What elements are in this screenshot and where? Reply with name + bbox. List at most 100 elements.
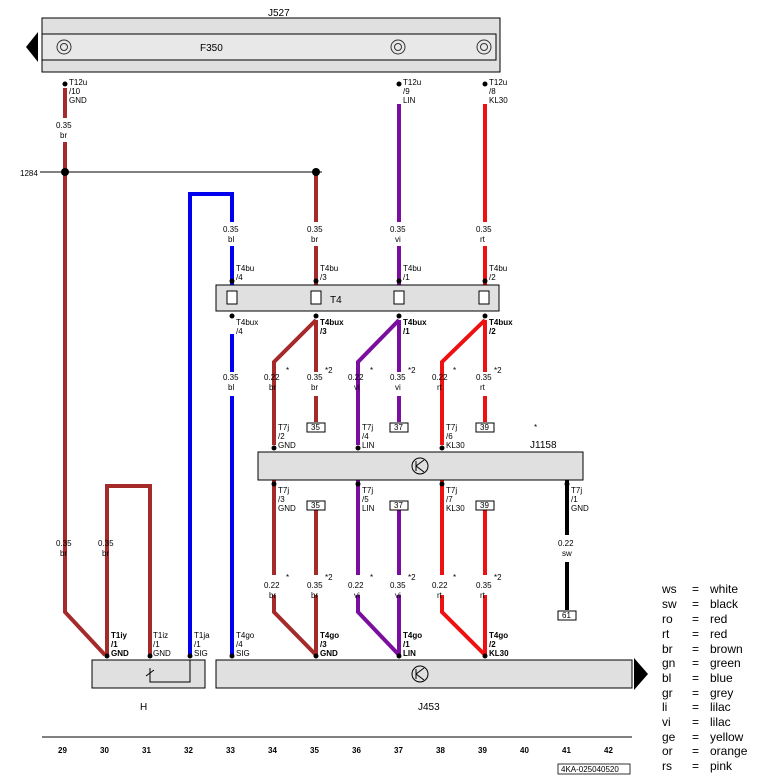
svg-text:GND: GND [571, 504, 589, 513]
svg-text:0.35: 0.35 [476, 581, 492, 590]
svg-text:GND: GND [153, 649, 171, 658]
svg-text:bl: bl [662, 671, 671, 685]
svg-text:bl: bl [228, 383, 234, 392]
svg-text:or: or [662, 744, 673, 758]
svg-text:T1ja: T1ja [194, 631, 210, 640]
svg-text:32: 32 [184, 746, 193, 755]
svg-text:37: 37 [394, 423, 403, 432]
svg-text:br: br [269, 591, 276, 600]
svg-text:39: 39 [480, 501, 489, 510]
svg-text:red: red [710, 612, 727, 626]
svg-text:/1: /1 [403, 327, 410, 336]
svg-text:*2: *2 [494, 366, 502, 375]
svg-text:li: li [662, 700, 667, 714]
page-left-arrow-icon [26, 32, 38, 62]
svg-text:/3: /3 [320, 640, 327, 649]
svg-text:sw: sw [562, 549, 572, 558]
svg-text:0.35: 0.35 [390, 581, 406, 590]
svg-text:=: = [692, 612, 699, 626]
page-right-arrow-icon [634, 658, 648, 690]
svg-text:T4bu: T4bu [403, 264, 421, 273]
svg-text:T4bux: T4bux [489, 318, 513, 327]
svg-text:34: 34 [268, 746, 277, 755]
svg-text:0.35: 0.35 [223, 225, 239, 234]
splice-dot [312, 168, 320, 176]
svg-text:T7j: T7j [446, 486, 457, 495]
color-legend: ws=white sw=black ro=red rt=red br=brown… [661, 582, 748, 773]
svg-text:=: = [692, 582, 699, 596]
svg-text:LIN: LIN [362, 504, 375, 513]
svg-text:T7j: T7j [446, 423, 457, 432]
wire-red-kl30 [440, 318, 487, 657]
svg-text:T4bu: T4bu [320, 264, 338, 273]
svg-text:=: = [692, 744, 699, 758]
svg-text:gn: gn [662, 656, 675, 670]
svg-text:sw: sw [662, 597, 677, 611]
svg-text:/4: /4 [236, 327, 243, 336]
svg-text:29: 29 [58, 746, 67, 755]
svg-text:/1: /1 [403, 273, 410, 282]
svg-text:=: = [692, 715, 699, 729]
svg-text:br: br [311, 383, 318, 392]
svg-text:rt: rt [437, 591, 443, 600]
svg-text:LIN: LIN [403, 649, 416, 658]
svg-text:ws: ws [661, 582, 677, 596]
doc-code: 4KA-025040520 [561, 765, 619, 774]
svg-text:rt: rt [480, 383, 486, 392]
svg-text:31: 31 [142, 746, 151, 755]
svg-text:blue: blue [710, 671, 733, 685]
svg-text:*: * [453, 366, 456, 375]
svg-text:T7j: T7j [571, 486, 582, 495]
svg-text:=: = [692, 686, 699, 700]
svg-text:rt: rt [662, 627, 670, 641]
svg-text:0.35: 0.35 [223, 373, 239, 382]
svg-text:0.35: 0.35 [390, 373, 406, 382]
svg-text:rs: rs [662, 759, 672, 773]
svg-text:vi: vi [662, 715, 671, 729]
svg-text:/4: /4 [236, 273, 243, 282]
j453-label: J453 [418, 702, 440, 713]
svg-text:=: = [692, 642, 699, 656]
sensor-icon [145, 660, 191, 683]
svg-text:black: black [710, 597, 739, 611]
svg-text:*: * [370, 573, 373, 582]
svg-text:T4go: T4go [489, 631, 508, 640]
svg-text:vi: vi [354, 383, 360, 392]
svg-text:ro: ro [662, 612, 673, 626]
svg-text:0.35: 0.35 [476, 373, 492, 382]
svg-text:SIG: SIG [194, 649, 208, 658]
svg-text:vi: vi [354, 591, 360, 600]
svg-text:*2: *2 [325, 366, 333, 375]
svg-text:vi: vi [395, 235, 401, 244]
j453-box [215, 659, 633, 689]
svg-text:35: 35 [310, 746, 319, 755]
column-numbers: 29 30 31 32 33 34 35 36 37 38 39 40 41 4… [58, 746, 613, 755]
transistor-icon [411, 457, 429, 475]
svg-text:0.35: 0.35 [307, 225, 323, 234]
svg-text:36: 36 [352, 746, 361, 755]
svg-text:T7j: T7j [362, 486, 373, 495]
svg-text:T1iy: T1iy [111, 631, 128, 640]
svg-text:37: 37 [394, 746, 403, 755]
svg-text:br: br [662, 642, 673, 656]
svg-text:T4bux: T4bux [403, 318, 427, 327]
wire-lilac-lin [356, 318, 401, 657]
svg-text:/1: /1 [571, 495, 578, 504]
svg-text:0.22: 0.22 [432, 581, 448, 590]
wire-blue-sig [188, 192, 234, 655]
svg-text:T4bu: T4bu [489, 264, 507, 273]
svg-text:T12u: T12u [489, 78, 507, 87]
t4-label: T4 [330, 295, 342, 306]
svg-text:T12u: T12u [69, 78, 87, 87]
svg-text:GND: GND [278, 441, 296, 450]
svg-text:rt: rt [480, 591, 486, 600]
j527-label: J527 [268, 8, 290, 19]
svg-text:=: = [692, 597, 699, 611]
svg-text:orange: orange [710, 744, 748, 758]
svg-text:33: 33 [226, 746, 235, 755]
svg-text:br: br [311, 235, 318, 244]
j1158-box [257, 451, 584, 481]
svg-text:ge: ge [662, 730, 676, 744]
f350-label: F350 [200, 43, 223, 54]
